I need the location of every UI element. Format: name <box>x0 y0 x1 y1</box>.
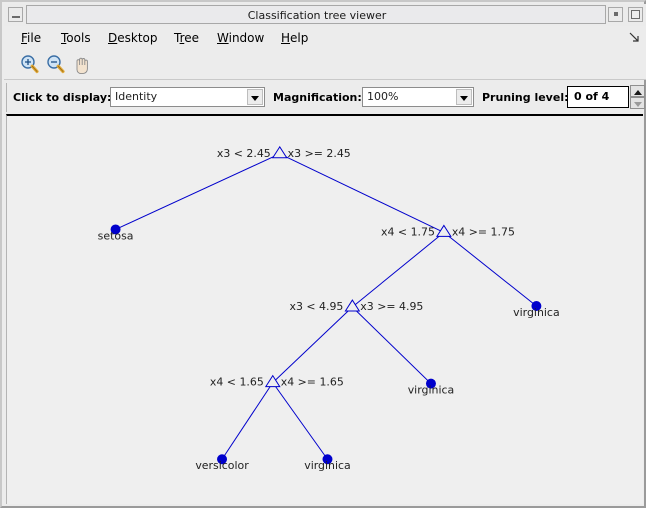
magnification-label: Magnification: <box>273 91 362 104</box>
caret-down-icon <box>634 102 642 107</box>
pan-button[interactable] <box>70 54 94 76</box>
restore-icon <box>614 12 618 16</box>
leaf-node-marker[interactable] <box>322 454 333 465</box>
menu-item-help[interactable]: Help <box>281 31 309 45</box>
tree-edge <box>221 382 274 460</box>
tree-edge <box>279 153 445 233</box>
leaf-node-label: virginica <box>513 306 559 319</box>
minimize-icon <box>12 16 20 18</box>
toolbar <box>4 50 646 80</box>
magnification-select-arrow-box <box>456 89 472 105</box>
pruning-decrement-button[interactable] <box>630 97 645 109</box>
menu-label-help-rest: elp <box>290 31 309 45</box>
title-frame: Classification tree viewer <box>26 5 606 24</box>
maximize-button[interactable] <box>628 7 643 22</box>
leaf-node-label: versicolor <box>195 459 249 472</box>
leaf-node-marker[interactable] <box>217 454 228 465</box>
tree-edge <box>115 153 280 230</box>
title-bar: Classification tree viewer <box>4 4 646 26</box>
leaf-node-marker[interactable] <box>531 301 542 311</box>
tree-edge <box>352 306 432 384</box>
branch-right-condition: x4 >= 1.65 <box>281 376 344 389</box>
branch-right-condition: x4 >= 1.75 <box>452 225 515 238</box>
pruning-level-value: 0 of 4 <box>574 90 610 103</box>
leaf-node-label: virginica <box>304 459 350 472</box>
magnification-select[interactable]: 100% <box>362 87 474 107</box>
undock-arrow-icon[interactable] <box>629 32 639 42</box>
menu-label-desktop-rest: esktop <box>117 31 158 45</box>
magnification-select-value: 100% <box>367 90 399 103</box>
menu-label-tools-rest: ools <box>66 31 91 45</box>
leaf-node-label: virginica <box>408 384 454 397</box>
pan-hand-icon <box>76 57 88 75</box>
menu-item-tree[interactable]: Tree <box>174 31 200 45</box>
branch-node-marker[interactable] <box>436 224 452 237</box>
maximize-icon <box>631 10 640 19</box>
branch-left-condition: x3 < 2.45 <box>217 147 271 160</box>
zoom-out-button[interactable] <box>44 54 68 76</box>
menu-label-tree-rest: ee <box>184 31 200 45</box>
branch-node-marker[interactable] <box>271 145 288 159</box>
tree-plot-area[interactable]: x3 < 2.45 x3 >= 2.45 setosa x4 < 1.75 x4 >= … <box>6 114 643 504</box>
control-strip: Click to display: Identity Magnification… <box>6 83 645 112</box>
zoom-out-icon <box>47 55 65 74</box>
branch-left-condition: x4 < 1.65 <box>210 376 264 389</box>
leaf-node-marker[interactable] <box>425 378 436 389</box>
branch-left-condition: x3 < 4.95 <box>289 300 343 313</box>
tree-edge <box>352 232 445 308</box>
menu-label-tree-pre: T <box>174 31 180 45</box>
menu-label-window-rest: indow <box>228 31 265 45</box>
leaf-node-marker[interactable] <box>110 224 121 235</box>
branch-node-marker[interactable] <box>264 374 281 388</box>
minimize-button[interactable] <box>8 7 23 22</box>
tree-edge <box>443 232 537 307</box>
chevron-down-icon <box>460 96 468 101</box>
menu-item-tools[interactable]: Tools <box>61 31 91 45</box>
pruning-increment-button[interactable] <box>630 85 645 97</box>
display-select-value: Identity <box>115 90 158 103</box>
branch-right-condition: x3 >= 2.45 <box>288 147 351 160</box>
classification-tree-svg[interactable]: x3 < 2.45 x3 >= 2.45 setosa x4 < 1.75 x4 >= … <box>7 116 643 504</box>
menu-label-file-rest: ile <box>27 31 42 45</box>
pruning-label: Pruning level: <box>482 91 569 104</box>
window-title: Classification tree viewer <box>247 9 387 22</box>
zoom-in-button[interactable] <box>18 54 42 76</box>
tree-edge <box>272 306 353 383</box>
menu-item-file[interactable]: File <box>21 31 42 45</box>
display-select[interactable]: Identity <box>110 87 265 107</box>
menu-bar: File Tools Desktop Tree Window Help <box>4 26 646 50</box>
menu-item-window[interactable]: Window <box>217 31 265 45</box>
pruning-level-field[interactable]: 0 of 4 <box>567 86 629 108</box>
menu-item-desktop[interactable]: Desktop <box>108 31 158 45</box>
zoom-in-icon <box>21 55 39 74</box>
restore-button[interactable] <box>608 7 623 22</box>
branch-left-condition: x4 < 1.75 <box>381 225 435 238</box>
leaf-node-label: setosa <box>98 229 134 242</box>
display-label: Click to display: <box>13 91 112 104</box>
caret-up-icon <box>634 90 642 95</box>
tree-edge <box>272 382 328 460</box>
branch-node-marker[interactable] <box>344 299 361 312</box>
pruning-level-stepper[interactable] <box>630 85 645 109</box>
chevron-down-icon <box>251 96 259 101</box>
branch-right-condition: x3 >= 4.95 <box>360 300 423 313</box>
display-select-arrow-box <box>247 89 263 105</box>
